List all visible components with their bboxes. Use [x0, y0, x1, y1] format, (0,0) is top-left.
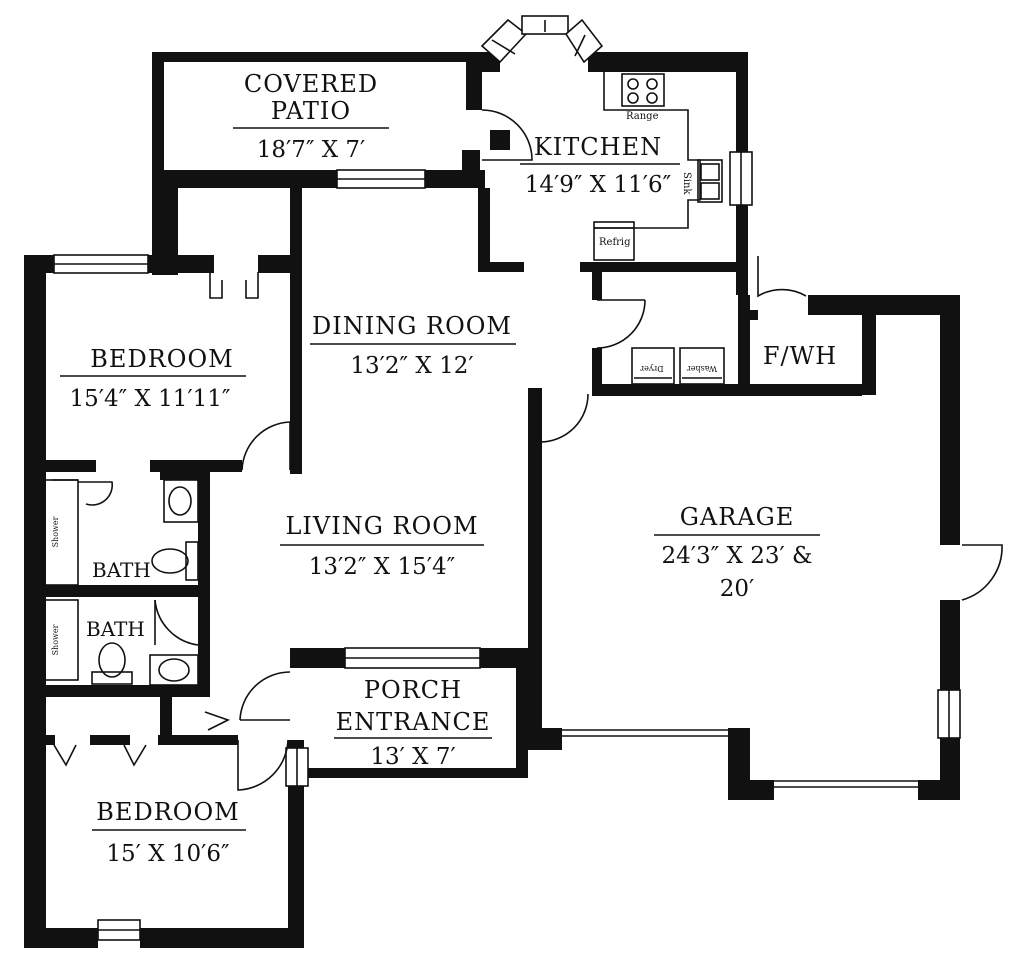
fixture-labels: Range Sink Refrig Dryer Washer Shower Sh…: [51, 111, 717, 655]
garage-dim-2: 20′: [720, 576, 755, 602]
bay-window: [480, 15, 604, 64]
bedroom-2-name: BEDROOM: [96, 798, 239, 826]
dining-room-name: DINING ROOM: [312, 312, 512, 340]
windows: [53, 151, 961, 941]
bedroom-1-name: BEDROOM: [90, 345, 233, 373]
living-room-name: LIVING ROOM: [285, 512, 478, 540]
covered-patio-dim: 18′7″ X 7′: [257, 137, 366, 163]
refrig-label: Refrig: [599, 237, 631, 248]
sink-label: Sink: [681, 172, 692, 195]
doors: [53, 109, 1003, 791]
bath-2-name: BATH: [86, 617, 145, 641]
porch-name-2: ENTRANCE: [336, 708, 491, 736]
shower-2-label: Shower: [51, 624, 60, 655]
kitchen-name: KITCHEN: [534, 133, 662, 161]
kitchen-dim: 14′9″ X 11′6″: [525, 172, 672, 198]
living-room-dim: 13′2″ X 15′4″: [309, 554, 456, 580]
shower-1-label: Shower: [51, 516, 60, 547]
garage-dim-1: 24′3″ X 23′ &: [662, 543, 813, 569]
dining-room-dim: 13′2″ X 12′: [350, 353, 473, 379]
porch-name-1: PORCH: [364, 676, 462, 704]
range-label: Range: [626, 111, 659, 122]
bedroom-2-dim: 15′ X 10′6″: [106, 841, 230, 867]
covered-patio-name-1: COVERED: [244, 70, 378, 98]
bath-1-name: BATH: [92, 558, 151, 582]
fwh-name: F/WH: [763, 342, 837, 370]
bedroom-1-dim: 15′4″ X 11′11″: [69, 386, 230, 412]
porch-dim: 13′ X 7′: [370, 744, 455, 770]
garage-name: GARAGE: [680, 503, 795, 531]
dryer-label: Dryer: [640, 364, 663, 373]
walls: [24, 52, 960, 948]
covered-patio-name-2: PATIO: [271, 97, 351, 125]
fixtures: [43, 72, 725, 686]
room-labels: COVERED PATIO 18′7″ X 7′ KITCHEN 14′9″ X…: [60, 70, 837, 867]
washer-label: Washer: [687, 364, 717, 373]
